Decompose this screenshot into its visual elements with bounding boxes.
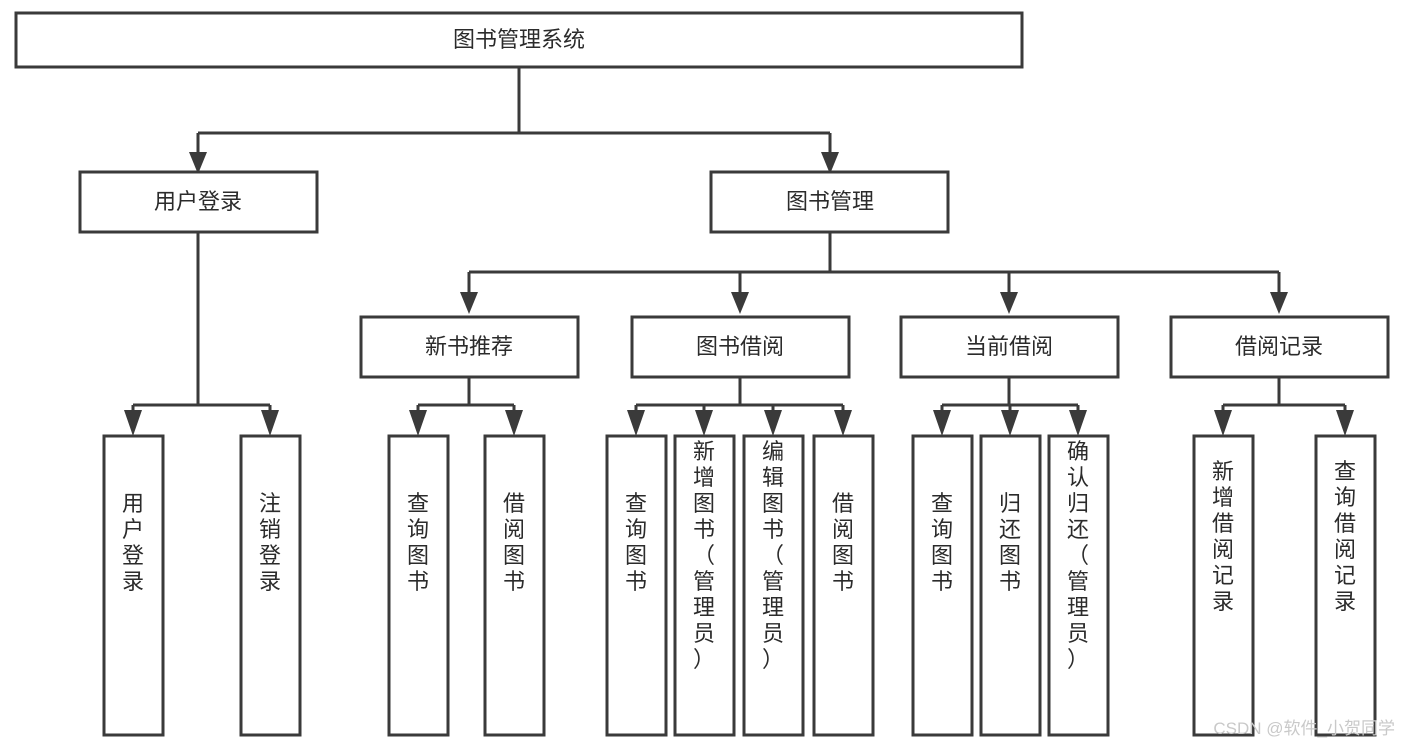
leaf-user-login-2[interactable]: 注销登录 <box>239 434 302 737</box>
leaf-new-book-2-box[interactable] <box>483 434 546 737</box>
leaf-book-borrow-2-box[interactable] <box>673 434 736 737</box>
leaf-new-book-2[interactable]: 借阅图书 <box>483 434 546 737</box>
node-current-borrow-box[interactable] <box>899 315 1120 379</box>
node-user-login-box[interactable] <box>78 170 319 234</box>
node-borrow-record[interactable]: 借阅记录 <box>1169 315 1390 379</box>
node-user-login[interactable]: 用户登录 <box>78 170 319 234</box>
arrowhead-to-new-book <box>460 292 478 314</box>
edge-userlogin-bus <box>131 232 272 420</box>
leaf-user-login-1[interactable]: 用户登录 <box>102 434 165 737</box>
node-root-label: 图书管理系统 <box>453 27 585 52</box>
leaf-borrow-record-2-box[interactable] <box>1314 434 1377 737</box>
arrowhead-userlogin-leaf-1 <box>124 410 142 436</box>
leaf-new-book-1[interactable]: 查询图书 <box>387 434 450 737</box>
leaf-new-book-1-label: 查询图书 <box>407 491 429 594</box>
arrowhead-borrowrecord-leaf-2 <box>1336 410 1354 436</box>
leaf-current-borrow-2-label: 归还图书 <box>999 491 1021 594</box>
leaf-current-borrow-1-label: 查询图书 <box>931 491 953 594</box>
node-root[interactable]: 图书管理系统 <box>14 11 1024 69</box>
leaf-user-login-1-box[interactable] <box>102 434 165 737</box>
leaf-borrow-record-2-label: 查询借阅记录 <box>1334 459 1356 614</box>
node-book-manage[interactable]: 图书管理 <box>709 170 950 234</box>
arrowhead-to-user-login <box>189 152 207 174</box>
leaf-current-borrow-1[interactable]: 查询图书 <box>911 434 974 737</box>
node-borrow-record-box[interactable] <box>1169 315 1390 379</box>
leaf-borrow-record-1[interactable]: 新增借阅记录 <box>1192 434 1255 737</box>
arrowhead-currentborrow-leaf-2 <box>1001 410 1019 436</box>
leaf-book-borrow-2-label: 新增图书（管理员） <box>693 439 715 672</box>
arrowhead-borrowrecord-leaf-1 <box>1214 410 1232 436</box>
arrowhead-currentborrow-leaf-1 <box>933 410 951 436</box>
node-book-borrow[interactable]: 图书借阅 <box>630 315 851 379</box>
leaf-current-borrow-3[interactable]: 确认归还（管理员） <box>1047 434 1110 737</box>
node-current-borrow-label: 当前借阅 <box>965 334 1053 359</box>
leaf-current-borrow-1-box[interactable] <box>911 434 974 737</box>
arrowhead-bookborrow-leaf-1 <box>627 410 645 436</box>
leaf-book-borrow-3-label: 编辑图书（管理员） <box>762 439 784 672</box>
leaf-book-borrow-1-label: 查询图书 <box>625 491 647 594</box>
node-current-borrow[interactable]: 当前借阅 <box>899 315 1120 379</box>
edge-bookborrow-bus <box>634 377 845 420</box>
node-new-book-recommend-label: 新书推荐 <box>425 334 513 359</box>
edge-newbook-bus <box>416 377 516 420</box>
arrowhead-bookborrow-leaf-4 <box>834 410 852 436</box>
arrowhead-newbook-leaf-2 <box>505 410 523 436</box>
leaf-book-borrow-2[interactable]: 新增图书（管理员） <box>673 434 736 737</box>
leaf-book-borrow-4-box[interactable] <box>812 434 875 737</box>
edge-root-bus <box>196 67 832 162</box>
arrowhead-to-book-borrow <box>731 292 749 314</box>
node-new-book-recommend[interactable]: 新书推荐 <box>359 315 580 379</box>
leaf-current-borrow-3-label: 确认归还（管理员） <box>1067 439 1089 672</box>
node-book-borrow-box[interactable] <box>630 315 851 379</box>
leaf-book-borrow-1[interactable]: 查询图书 <box>605 434 668 737</box>
leaf-book-borrow-1-box[interactable] <box>605 434 668 737</box>
arrowhead-newbook-leaf-1 <box>409 410 427 436</box>
connector-layer <box>124 67 1354 436</box>
leaf-book-borrow-3[interactable]: 编辑图书（管理员） <box>742 434 805 737</box>
leaf-borrow-record-1-label: 新增借阅记录 <box>1212 459 1234 614</box>
edge-borrowrecord-bus <box>1221 377 1347 420</box>
node-borrow-record-label: 借阅记录 <box>1235 334 1323 359</box>
arrowhead-bookborrow-leaf-3 <box>764 410 782 436</box>
leaf-current-borrow-2-box[interactable] <box>979 434 1042 737</box>
arrowhead-to-borrow-record <box>1270 292 1288 314</box>
leaf-user-login-1-label: 用户登录 <box>122 491 144 594</box>
leaf-user-login-2-label: 注销登录 <box>259 491 281 594</box>
leaf-current-borrow-3-box[interactable] <box>1047 434 1110 737</box>
edge-bookmanage-bus <box>467 232 1281 300</box>
arrowhead-bookborrow-leaf-2 <box>695 410 713 436</box>
node-new-book-recommend-box[interactable] <box>359 315 580 379</box>
leaf-borrow-record-1-box[interactable] <box>1192 434 1255 737</box>
node-book-manage-label: 图书管理 <box>786 189 874 214</box>
arrowhead-to-current-borrow <box>1000 292 1018 314</box>
node-user-login-label: 用户登录 <box>154 189 242 214</box>
leaf-book-borrow-4[interactable]: 借阅图书 <box>812 434 875 737</box>
node-root-box[interactable] <box>14 11 1024 69</box>
leaf-new-book-2-label: 借阅图书 <box>503 491 525 594</box>
leaf-book-borrow-3-box[interactable] <box>742 434 805 737</box>
leaf-borrow-record-2[interactable]: 查询借阅记录 <box>1314 434 1377 737</box>
arrowhead-to-book-manage <box>821 152 839 174</box>
arrowhead-currentborrow-leaf-3 <box>1069 410 1087 436</box>
node-book-borrow-label: 图书借阅 <box>696 334 784 359</box>
leaf-user-login-2-box[interactable] <box>239 434 302 737</box>
csdn-watermark: CSDN @软件_小贺同学 <box>1213 719 1395 738</box>
leaf-book-borrow-4-label: 借阅图书 <box>832 491 854 594</box>
leaf-new-book-1-box[interactable] <box>387 434 450 737</box>
leaf-current-borrow-2[interactable]: 归还图书 <box>979 434 1042 737</box>
arrowhead-userlogin-leaf-2 <box>261 410 279 436</box>
node-book-manage-box[interactable] <box>709 170 950 234</box>
